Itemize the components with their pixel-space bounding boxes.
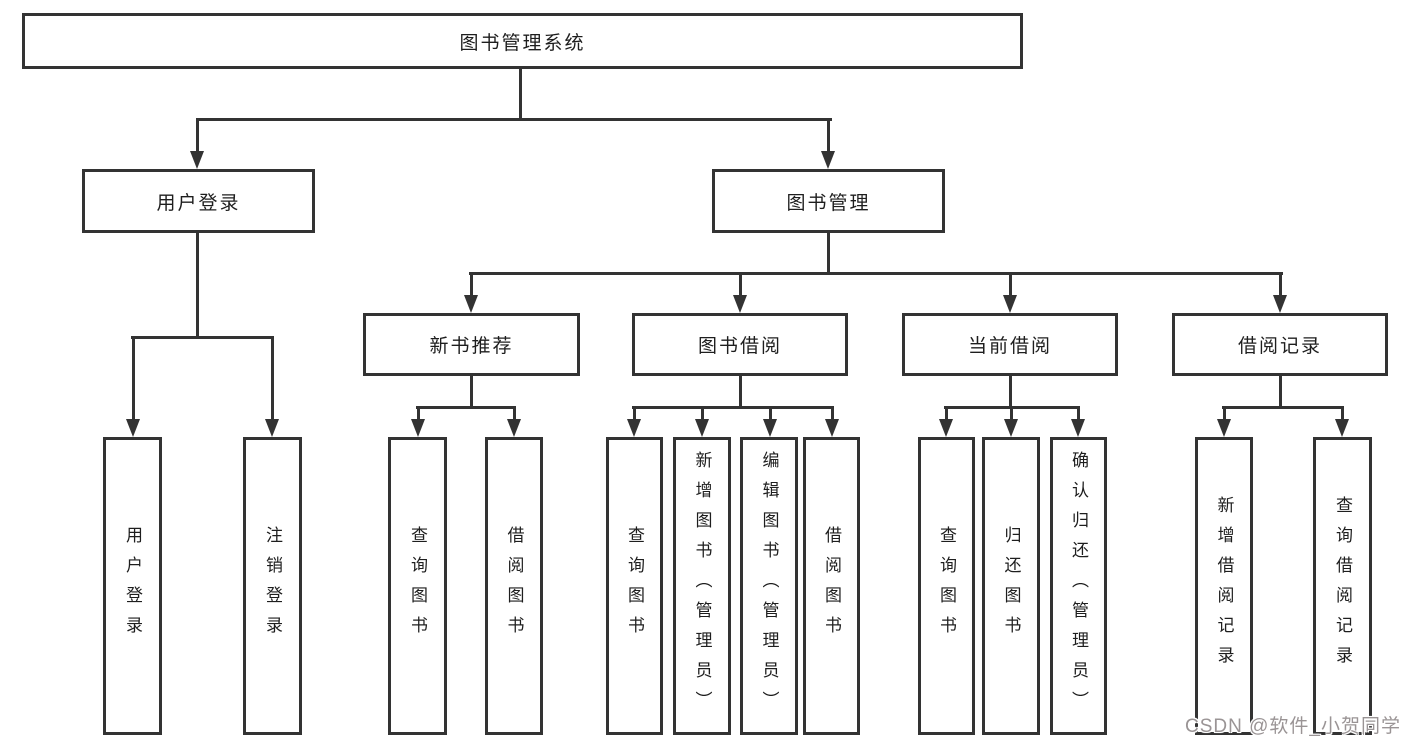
leaf-label: 查询借阅记录 (1333, 496, 1352, 676)
leaf-query-books: 查询图书 (918, 437, 975, 735)
connector-arrowhead (464, 295, 478, 313)
leaf-query-books: 查询图书 (606, 437, 663, 735)
leaf-logout: 注销登录 (243, 437, 302, 735)
connector-stem (1010, 409, 1013, 421)
connector-arrowhead (1335, 419, 1349, 437)
leaf-query-books: 查询图书 (388, 437, 447, 735)
node-borrowing-records: 借阅记录 (1172, 313, 1388, 376)
connector-stem (271, 339, 274, 419)
leaf-label: 新增借阅记录 (1214, 496, 1234, 676)
connector-arrowhead (1217, 419, 1231, 437)
leaf-borrow-books: 借阅图书 (485, 437, 543, 735)
node-current-borrowing: 当前借阅 (902, 313, 1118, 376)
connector-stem (196, 233, 199, 338)
leaf-label: 编辑图书（管理员） (759, 451, 779, 721)
connector-arrowhead (1071, 419, 1085, 437)
connector-stem (1077, 409, 1080, 421)
connector-stem (132, 339, 135, 419)
connector-stem (513, 409, 516, 421)
connector-arrowhead (265, 419, 279, 437)
connector-stem (769, 409, 772, 421)
node-new-book-recommendation: 新书推荐 (363, 313, 580, 376)
connector-stem (417, 409, 420, 421)
connector-stem (470, 376, 473, 409)
node-book-borrowing: 图书借阅 (632, 313, 848, 376)
connector-stem (1279, 376, 1282, 409)
connector-rail (632, 406, 834, 409)
connector-rail (131, 336, 274, 339)
leaf-label: 查询图书 (408, 526, 427, 646)
connector-rail (1222, 406, 1344, 409)
connector-arrowhead (695, 419, 709, 437)
connector-stem (1279, 275, 1282, 295)
connector-stem (1009, 275, 1012, 295)
leaf-edit-books-admin: 编辑图书（管理员） (740, 437, 798, 735)
connector-arrowhead (411, 419, 425, 437)
connector-root-stem (519, 69, 522, 121)
leaf-add-books-admin: 新增图书（管理员） (673, 437, 731, 735)
leaf-label: 用户登录 (123, 526, 142, 646)
connector-rail (416, 406, 516, 409)
leaf-label: 借阅图书 (504, 526, 524, 646)
leaf-borrow-books: 借阅图书 (803, 437, 860, 735)
leaf-query-borrow-record: 查询借阅记录 (1313, 437, 1372, 735)
node-book-management: 图书管理 (712, 169, 945, 233)
connector-stem (831, 409, 834, 421)
connector-stem (827, 233, 830, 275)
connector-stem (945, 409, 948, 421)
connector-arrowhead (190, 151, 204, 169)
leaf-add-borrow-record: 新增借阅记录 (1195, 437, 1253, 735)
connector-arrowhead (126, 419, 140, 437)
connector-arrowhead (507, 419, 521, 437)
leaf-label: 归还图书 (1001, 526, 1021, 646)
node-library-management-system: 图书管理系统 (22, 13, 1023, 69)
connector-level2-rail (196, 118, 832, 121)
leaf-label: 新增图书（管理员） (692, 451, 712, 721)
connector-stem (1009, 376, 1012, 409)
connector-arrowhead (733, 295, 747, 313)
connector-arrowhead (939, 419, 953, 437)
connector-arrowhead (1003, 295, 1017, 313)
leaf-user-login: 用户登录 (103, 437, 162, 735)
leaf-confirm-return-admin: 确认归还（管理员） (1050, 437, 1107, 735)
leaf-label: 注销登录 (263, 526, 282, 646)
connector-rail (944, 406, 1080, 409)
leaf-label: 查询图书 (625, 526, 644, 646)
connector-arrowhead (1273, 295, 1287, 313)
connector-arrowhead (825, 419, 839, 437)
connector-level3-rail (469, 272, 1283, 275)
csdn-watermark: CSDN @软件_小贺同学 (1185, 716, 1401, 737)
connector-arrowhead (821, 151, 835, 169)
connector-stem (739, 275, 742, 295)
node-user-login: 用户登录 (82, 169, 315, 233)
leaf-label: 借阅图书 (822, 526, 841, 646)
leaf-label: 确认归还（管理员） (1069, 451, 1088, 721)
connector-stem (1223, 409, 1226, 421)
leaf-label: 查询图书 (937, 526, 956, 646)
leaf-return-books: 归还图书 (982, 437, 1040, 735)
connector-stem (470, 275, 473, 295)
connector-stem (196, 121, 199, 151)
connector-arrowhead (1004, 419, 1018, 437)
connector-stem (701, 409, 704, 421)
connector-stem (1341, 409, 1344, 421)
connector-stem (739, 376, 742, 409)
connector-stem (633, 409, 636, 421)
connector-arrowhead (627, 419, 641, 437)
connector-stem (827, 121, 830, 151)
connector-arrowhead (763, 419, 777, 437)
